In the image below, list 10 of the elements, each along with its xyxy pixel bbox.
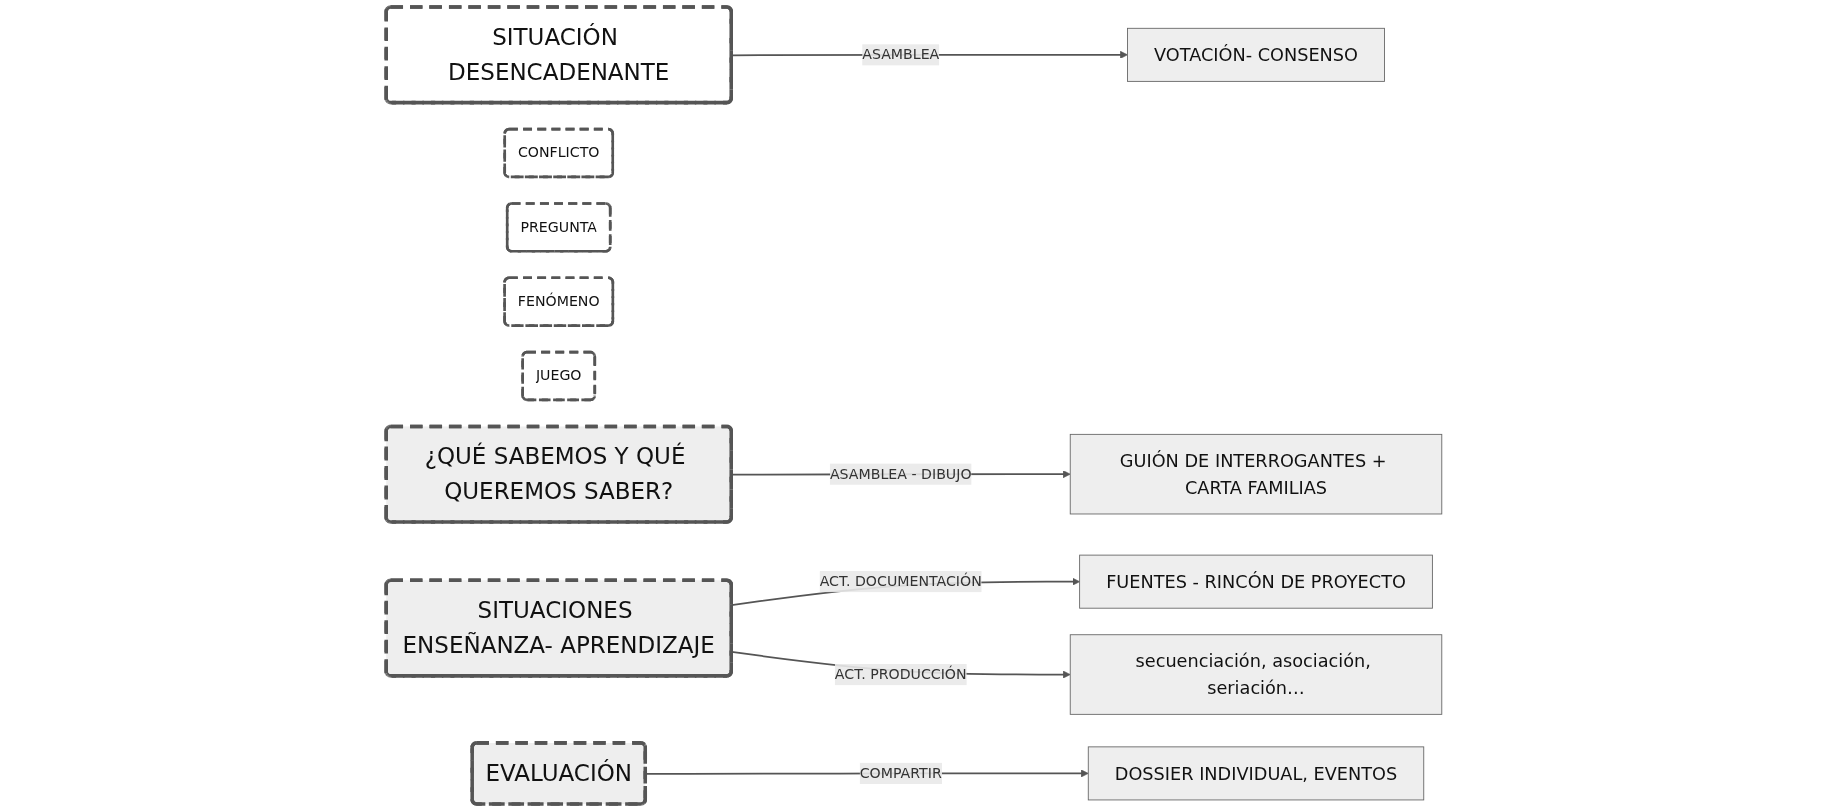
node-box: VOTACIÓN- CONSENSO (1127, 27, 1385, 82)
node-box: FUENTES - RINCÓN DE PROYECTO (1079, 554, 1433, 609)
edge-label: ASAMBLEA (862, 46, 940, 63)
node-box: GUIÓN DE INTERROGANTES + CARTA FAMILIAS (1069, 433, 1443, 515)
node-box: secuenciación, asociación, seriación… (1069, 634, 1443, 715)
edge-label: ACT. PRODUCCIÓN (834, 665, 967, 683)
edge-label: ACT. DOCUMENTACIÓN (819, 572, 982, 590)
edge-label: COMPARTIR (859, 764, 942, 782)
node-box: DOSSIER INDIVIDUAL, EVENTOS (1087, 746, 1425, 801)
edge-label: ASAMBLEA - DIBUJO (829, 465, 972, 483)
